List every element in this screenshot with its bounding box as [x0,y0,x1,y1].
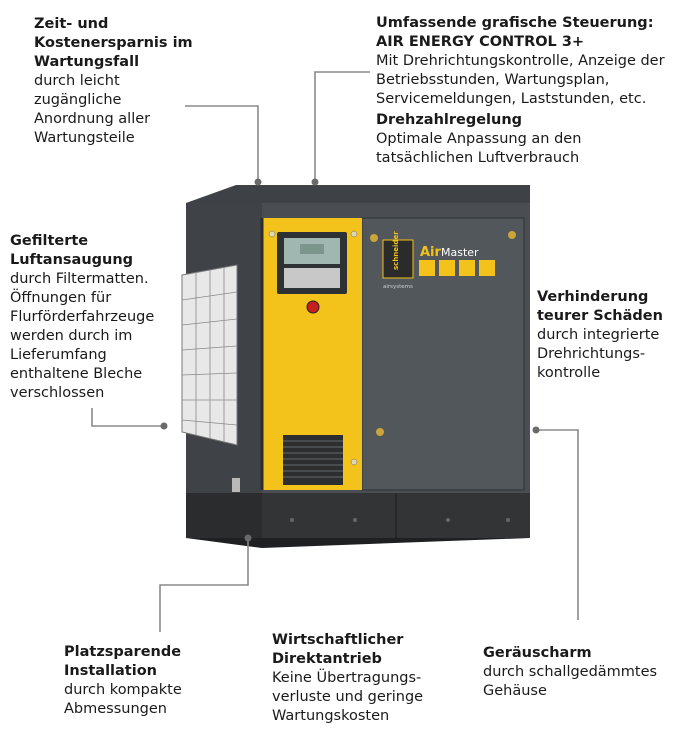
vent-louvres [283,440,343,478]
caption-body: durch kompakte Abmessungen [64,682,182,717]
caption-installation: Platzsparende Installation durch kompakt… [64,643,182,719]
caption-body: Mit Drehrichtungskontrolle, Anzeige der … [376,53,665,107]
leader-dot [254,178,262,186]
door-lock [370,234,378,242]
base-shadow [186,538,530,548]
caption-heading: Platzsparende Installation [64,644,182,679]
leader-dot [532,426,540,434]
caption-control: Umfassende grafische Steuerung: AIR ENER… [376,14,665,168]
leader-installation [159,540,249,632]
caption-intake: Gefilterte Luftansaugung durch Filtermat… [10,232,154,403]
leader-intake [91,408,162,427]
caption-heading: Gefilterte Luftansaugung [10,233,134,268]
caption-body: Keine Übertragungs- verluste und geringe… [272,670,424,724]
drain-fitting [232,478,240,492]
panel-screw [350,458,358,466]
caption-maintenance: Zeit- und Kostenersparnis im Wartungsfal… [34,15,193,148]
series-name-prefix: Air [420,245,442,260]
panel-screw [268,230,276,238]
door-lock [376,428,384,436]
base-bolt [353,518,357,522]
control-keypad [284,268,340,288]
brand-sub-text: airsystems [383,284,413,290]
series-name-suffix: Master [441,246,479,259]
brand-plate [382,239,414,279]
series-badge [479,260,495,276]
caption-damage: Verhinderung teurer Schäden durch integr… [537,288,663,383]
caption-drive: Wirtschaftlicher Direktantrieb Keine Übe… [272,631,423,726]
leader-dot [160,422,168,430]
filter-mesh [181,267,238,441]
caption-heading: Wirtschaftlicher Direktantrieb [272,632,404,667]
caption-noise: Geräuscharm durch schallgedämmtes Gehäus… [483,644,657,701]
caption-heading: Geräuscharm [483,645,592,661]
caption-body: durch Filtermatten. Öffnungen für Flurfö… [10,271,155,401]
brand-logo-text: schneider [392,231,400,270]
series-badge [459,260,475,276]
caption-body-2: Optimale Anpassung an den tatsächlichen … [376,131,582,166]
caption-body: durch schallgedämmtes Gehäuse [483,664,658,699]
display-readout [300,244,324,254]
emergency-stop-button [306,300,320,314]
caption-body: durch leicht zugängliche Anordnung aller… [34,73,151,146]
door-lock [508,231,516,239]
caption-heading: Verhinderung teurer Schäden [537,289,663,324]
caption-heading-2: Drehzahlregelung [376,112,523,128]
series-badge [439,260,455,276]
caption-body: durch integrierte Drehrichtungs- kontrol… [537,327,660,381]
caption-heading: Zeit- und Kostenersparnis im Wartungsfal… [34,16,193,70]
caption-heading: Umfassende grafische Steuerung: AIR ENER… [376,15,654,50]
leader-maintenance [185,105,259,180]
panel-screw [350,230,358,238]
base-bolt [446,518,450,522]
leader-control [314,71,370,180]
leader-noise [538,429,579,620]
housing-top [186,185,530,203]
series-badge [419,260,435,276]
base-bolt [290,518,294,522]
base-bolt [506,518,510,522]
leader-dot [244,534,252,542]
leader-dot [311,178,319,186]
